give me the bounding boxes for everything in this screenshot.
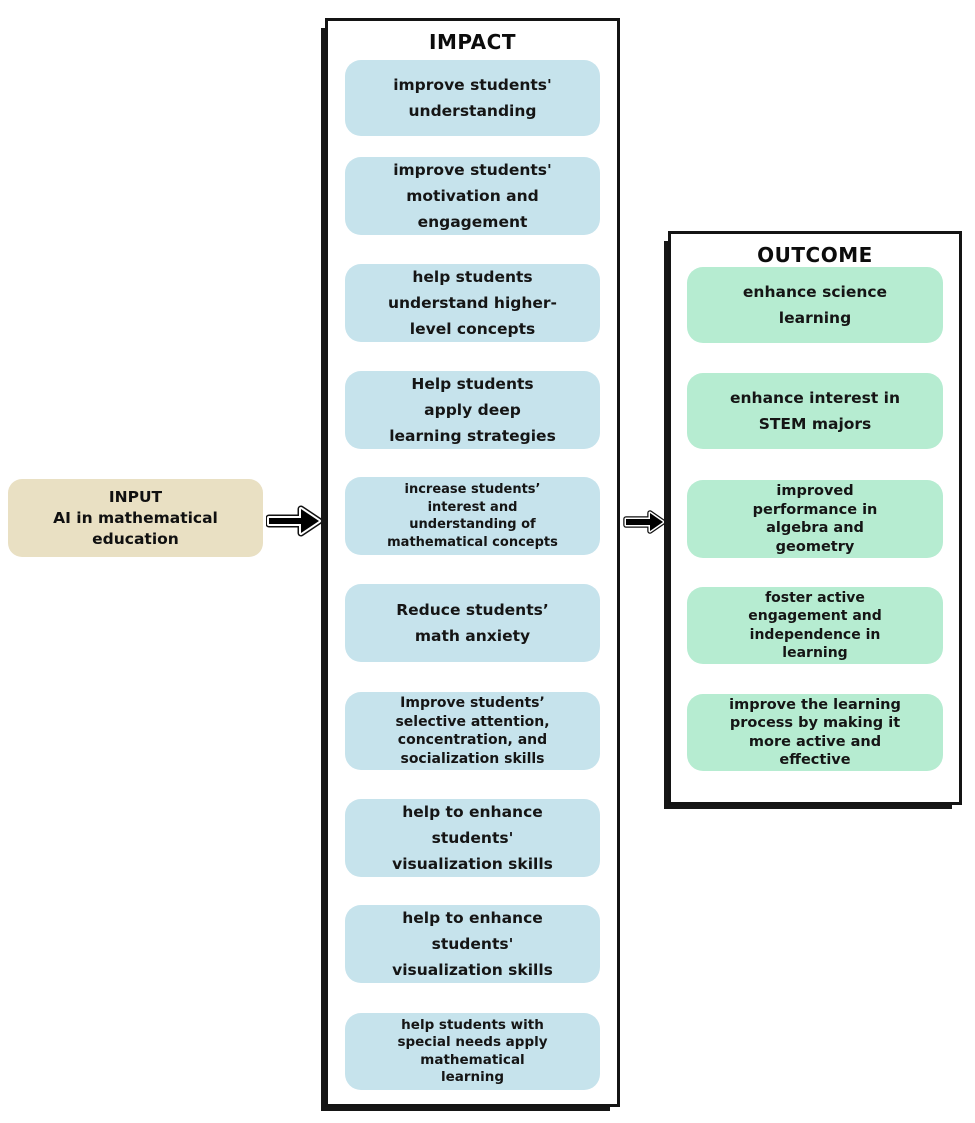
outcome-item: foster active engagement and independenc… [687,587,943,664]
input-title: INPUT [108,487,163,506]
impact-panel-title: IMPACT [429,30,516,54]
input-impact-arrow-icon [265,505,323,541]
impact-item: Reduce students’ math anxiety [345,584,600,662]
impact-item: help to enhance students' visualization … [345,799,600,877]
input-text: AI in mathematical education [53,508,218,548]
outcome-item: enhance interest in STEM majors [687,373,943,449]
input-box: INPUT AI in mathematical education [8,479,263,557]
impact-item: help students with special needs apply m… [345,1013,600,1090]
impact-item: Help students apply deep learning strate… [345,371,600,449]
outcome-panel-title: OUTCOME [757,243,873,267]
impact-panel: IMPACT improve students' understanding i… [325,18,620,1107]
impact-item: increase students’ interest and understa… [345,477,600,555]
impact-outcome-arrow-icon [623,509,667,539]
outcome-item: improve the learning process by making i… [687,694,943,771]
impact-item: improve students' understanding [345,60,600,136]
impact-item: improve students' motivation and engagem… [345,157,600,235]
outcome-item: enhance science learning [687,267,943,343]
outcome-panel: OUTCOME enhance science learning enhance… [668,231,962,805]
impact-item: help students understand higher- level c… [345,264,600,342]
impact-item: help to enhance students' visualization … [345,905,600,983]
outcome-item: improved performance in algebra and geom… [687,480,943,558]
impact-item: Improve students’ selective attention, c… [345,692,600,770]
